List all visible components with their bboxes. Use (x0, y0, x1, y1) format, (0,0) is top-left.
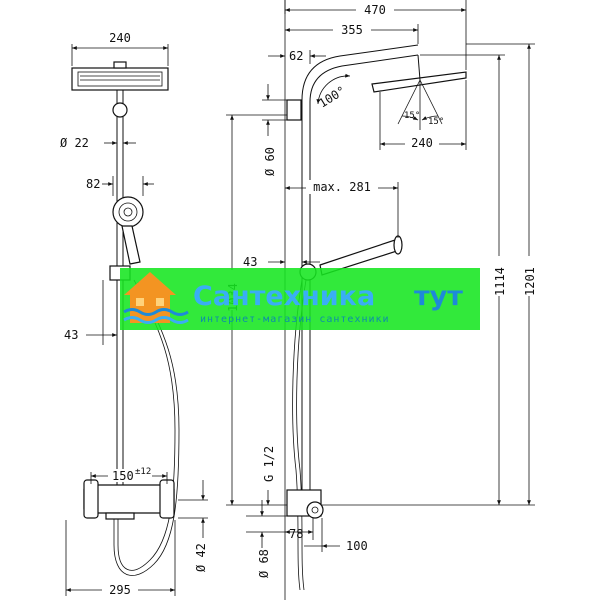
watermark-tagline: интернет-магазин сантехники (200, 314, 390, 325)
dim-height-1114: 1114 (493, 267, 507, 296)
dim-thread-size: G 1/2 (262, 446, 276, 482)
dim-head-tilt-left: 15° (404, 111, 420, 121)
flow-knob (159, 479, 175, 519)
dim-head-width: 240 (109, 31, 131, 45)
wall-bracket (112, 102, 128, 118)
temperature-knob (83, 479, 99, 519)
watermark-brand-accent: тут (414, 281, 463, 312)
side-view: 470 355 62 100° 15° 15° 240 Ø 60 (224, 0, 537, 600)
dim-arm-length: 355 (341, 23, 363, 37)
shower-arm-outer (301, 44, 419, 115)
dim-head-tilt-right: 15° (428, 117, 444, 127)
side-knob (306, 501, 324, 519)
dim-depth-100: 100 (346, 539, 368, 553)
dim-escutcheon-diameter: Ø 68 (257, 549, 271, 578)
dim-thermostat-tolerance: ±12 (135, 467, 151, 477)
head-mount (113, 61, 127, 69)
dim-pipe-diameter: Ø 22 (60, 136, 89, 150)
overhead-nozzle-plate (77, 71, 163, 87)
dim-bracket-diameter: Ø 60 (263, 147, 277, 176)
side-wall-bracket (286, 99, 302, 121)
dim-arm-reach: 470 (364, 3, 386, 17)
dim-overall-width: 295 (109, 583, 131, 597)
outlet-connector (105, 512, 135, 520)
dim-holder-offset-right: 43 (243, 255, 257, 269)
watermark-brand: Сантехника (193, 281, 375, 312)
hand-shower-head (112, 196, 144, 228)
side-hose (292, 279, 303, 591)
watermark: Сантехника тут интернет-магазин сантехни… (120, 268, 480, 330)
dim-thermostat-spacing: 150 (112, 469, 134, 483)
hand-shower-handle (121, 225, 141, 265)
dim-handshower-reach: max. 281 (313, 180, 371, 194)
dim-height-1201: 1201 (523, 267, 537, 296)
dim-side-head-width: 240 (411, 136, 433, 150)
watermark-band (120, 268, 480, 330)
house-logo-icon (123, 272, 189, 324)
dim-inlet-diameter: Ø 42 (194, 543, 208, 572)
overhead-shower-head (71, 67, 169, 91)
dim-wall-offset: 62 (289, 49, 303, 63)
dim-arm-angle: 100° (316, 83, 348, 110)
dim-handshower-width: 82 (86, 177, 100, 191)
dim-depth-78: 78 (289, 527, 303, 541)
dim-holder-offset-left: 43 (64, 328, 78, 342)
